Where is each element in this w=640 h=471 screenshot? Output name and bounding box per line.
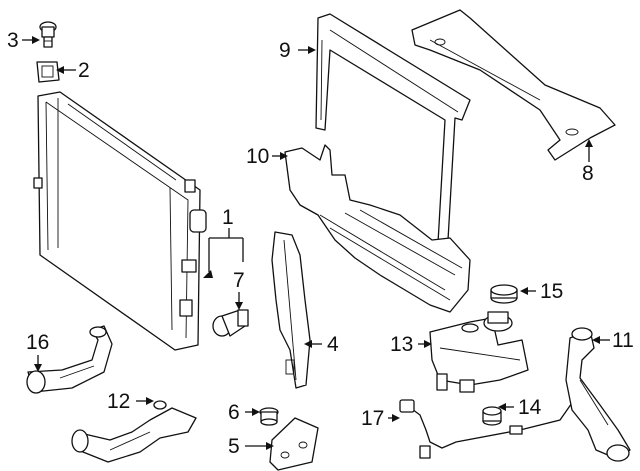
part-13-expansion-tank bbox=[429, 311, 529, 393]
callout-2: 2 bbox=[78, 59, 90, 82]
callout-12: 12 bbox=[107, 390, 131, 413]
part-15-cap bbox=[490, 284, 518, 304]
part-12-hose bbox=[71, 400, 197, 463]
part-11-hose bbox=[565, 327, 631, 462]
callout-13: 13 bbox=[390, 333, 414, 356]
part-4-seal bbox=[271, 231, 311, 389]
part-7-sensor bbox=[212, 309, 249, 337]
part-5-bracket bbox=[269, 417, 319, 471]
callout-3: 3 bbox=[7, 29, 19, 52]
part-16-hose bbox=[26, 325, 113, 394]
callout-16: 16 bbox=[26, 331, 50, 354]
callout-1: 1 bbox=[222, 206, 234, 229]
callout-6: 6 bbox=[228, 401, 240, 424]
leader-lines bbox=[22, 36, 610, 450]
part-10-air-duct bbox=[284, 144, 471, 313]
radiator bbox=[33, 91, 207, 351]
callout-7: 7 bbox=[233, 269, 245, 292]
callout-4: 4 bbox=[327, 333, 339, 356]
callout-10: 10 bbox=[246, 145, 270, 168]
part-3-plug bbox=[39, 21, 57, 48]
callout-17: 17 bbox=[361, 407, 385, 430]
callout-9: 9 bbox=[279, 39, 291, 62]
callout-8: 8 bbox=[582, 162, 594, 185]
part-6-clip bbox=[259, 407, 279, 426]
part-8-support bbox=[411, 9, 616, 161]
callout-11: 11 bbox=[612, 329, 634, 352]
part-2-mount bbox=[36, 61, 60, 83]
part-14-grommet bbox=[482, 406, 502, 426]
callout-5: 5 bbox=[228, 435, 240, 458]
callout-15: 15 bbox=[540, 280, 564, 303]
callout-14: 14 bbox=[518, 396, 542, 419]
